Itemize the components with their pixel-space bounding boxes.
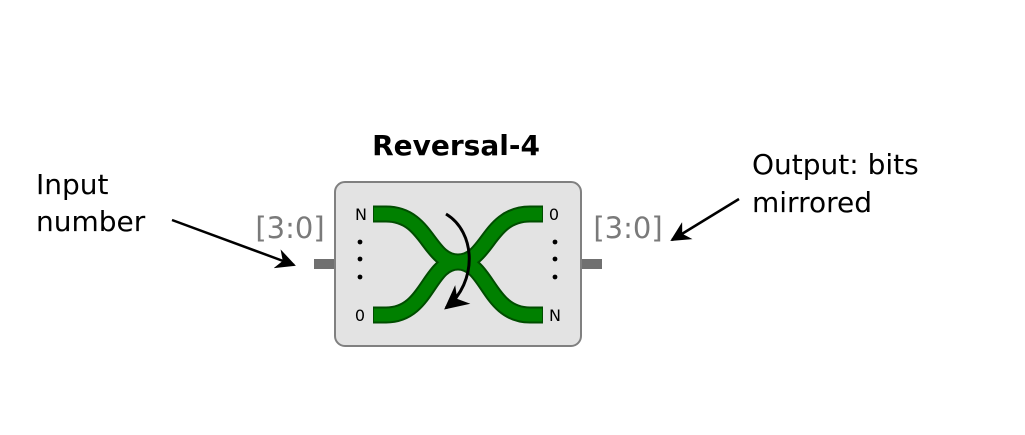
input-annotation-line2: number	[36, 205, 146, 238]
input-port	[314, 259, 336, 269]
reversal-arrow-icon	[444, 212, 471, 310]
pin-label-in-top: N	[355, 205, 367, 224]
block-title: Reversal-4	[372, 129, 540, 162]
wire-bottom-to-top	[374, 255, 542, 322]
pin-label-out-top: 0	[549, 205, 559, 224]
crossing-wires	[373, 205, 543, 324]
input-annotation-line1: Input	[36, 168, 109, 201]
output-bus-label: [3:0]	[593, 211, 662, 245]
output-port	[580, 259, 602, 269]
input-bus-label: [3:0]	[255, 211, 324, 245]
input-pointer-arrow-icon	[171, 218, 296, 269]
output-pointer-arrow-icon	[670, 197, 740, 242]
left-ellipsis-dots	[357, 239, 363, 280]
right-ellipsis-dots	[552, 239, 558, 280]
pin-label-in-bottom: 0	[355, 306, 365, 325]
output-annotation-line2: mirrored	[752, 186, 872, 219]
output-annotation-line1: Output: bits	[752, 148, 919, 181]
pin-label-out-bottom: N	[549, 306, 561, 325]
